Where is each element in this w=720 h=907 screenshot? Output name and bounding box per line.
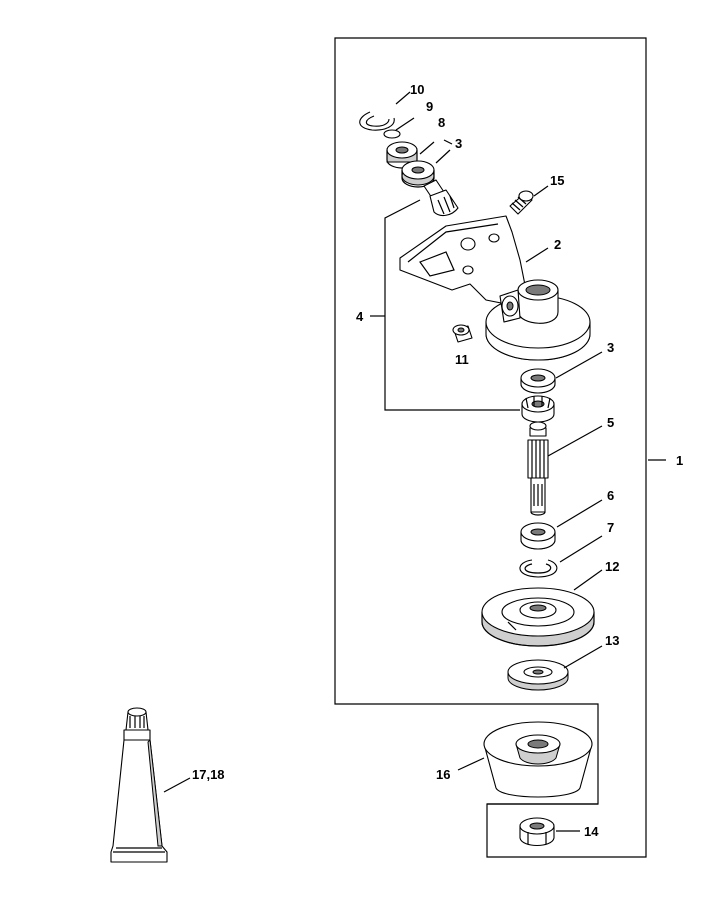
leader-lines bbox=[163, 91, 666, 832]
label-3-upper: 3 bbox=[455, 136, 462, 151]
label-17-18: 17,18 bbox=[192, 767, 225, 782]
label-14: 14 bbox=[584, 824, 599, 839]
label-13: 13 bbox=[605, 633, 619, 648]
part-3-upper-bearing bbox=[401, 160, 435, 188]
bracket-4 bbox=[384, 199, 520, 411]
part-17-18-grease-tube bbox=[110, 707, 168, 863]
label-5: 5 bbox=[607, 415, 614, 430]
label-3-lower: 3 bbox=[607, 340, 614, 355]
label-7: 7 bbox=[607, 520, 614, 535]
part-2-gear-housing bbox=[399, 215, 591, 361]
part-13-washer bbox=[507, 659, 569, 691]
part-3-lower-bearing bbox=[520, 368, 556, 394]
label-10: 10 bbox=[410, 82, 424, 97]
bevel-pinion-upper bbox=[423, 179, 459, 217]
part-6-bearing bbox=[520, 522, 556, 550]
label-2: 2 bbox=[554, 237, 561, 252]
part-9-ring bbox=[383, 129, 401, 139]
label-8: 8 bbox=[438, 115, 445, 130]
part-16-cap bbox=[483, 721, 593, 798]
label-9: 9 bbox=[426, 99, 433, 114]
part-5-spindle bbox=[527, 421, 549, 516]
part-14-nut bbox=[519, 817, 555, 847]
part-11-plug bbox=[452, 324, 473, 343]
label-4: 4 bbox=[356, 309, 364, 324]
label-11: 11 bbox=[455, 352, 469, 367]
part-12-thrust-plate bbox=[481, 587, 595, 647]
part-7-circlip bbox=[519, 559, 558, 578]
part-10-circlip bbox=[359, 111, 395, 131]
bevel-gear-lower bbox=[521, 395, 555, 423]
label-6: 6 bbox=[607, 488, 614, 503]
label-15: 15 bbox=[550, 173, 564, 188]
label-16: 16 bbox=[436, 767, 450, 782]
label-1: 1 bbox=[676, 453, 683, 468]
label-12: 12 bbox=[605, 559, 619, 574]
part-15-screw bbox=[509, 190, 534, 215]
